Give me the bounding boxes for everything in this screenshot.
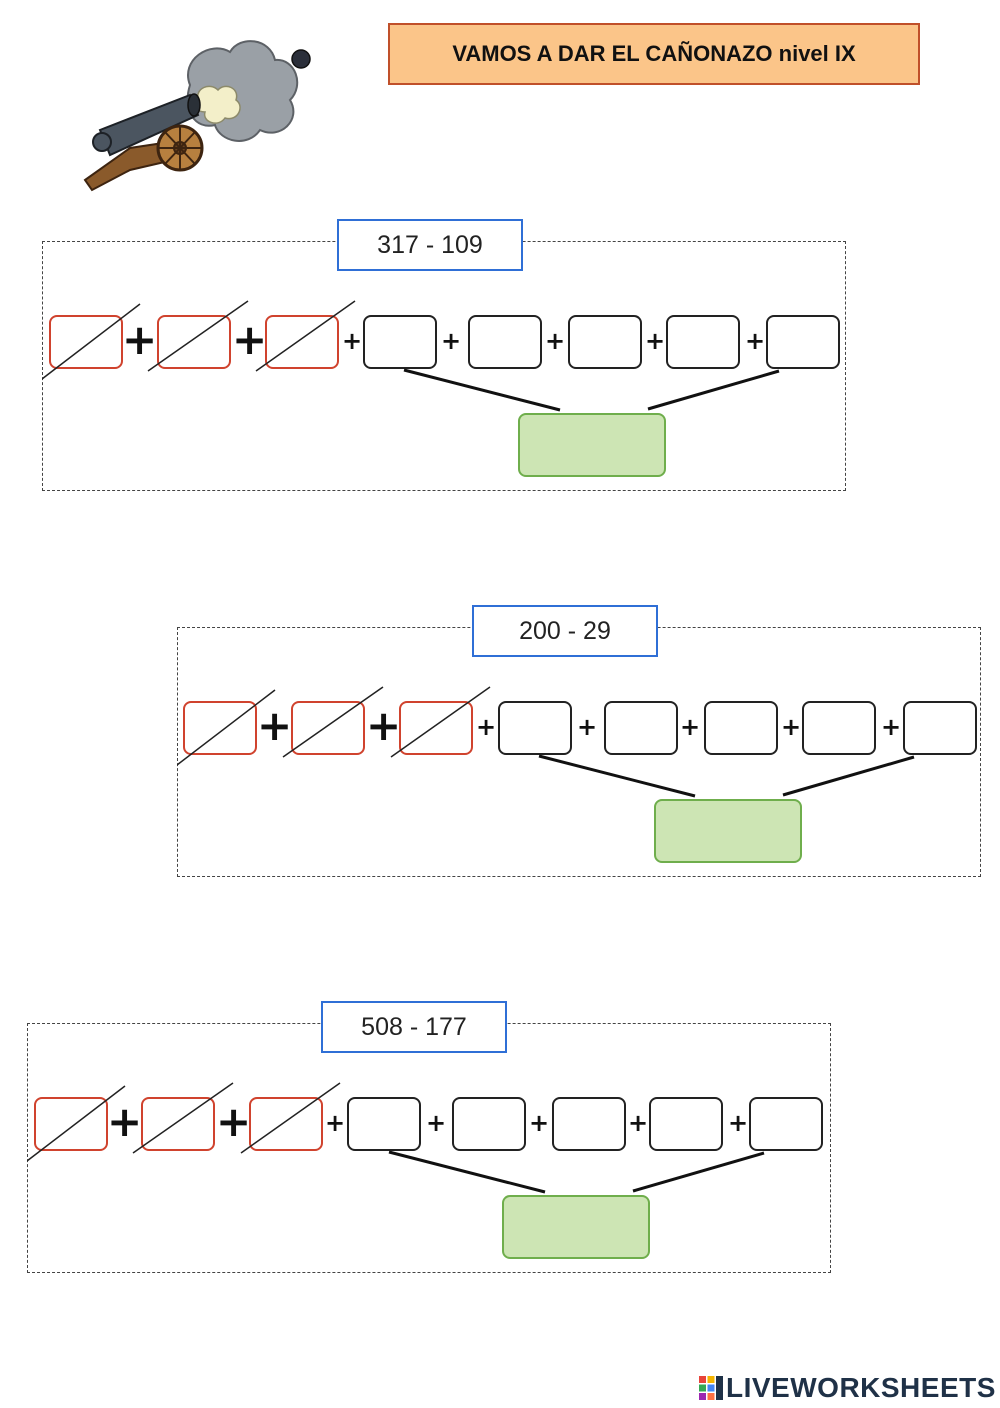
answer-cell[interactable] xyxy=(666,315,740,369)
plus-sign: + xyxy=(366,701,402,750)
plus-sign: + xyxy=(680,713,701,741)
answer-cell[interactable] xyxy=(749,1097,823,1151)
result-box[interactable] xyxy=(518,413,666,477)
plus-sign: + xyxy=(545,327,566,355)
crossed-cell xyxy=(399,701,473,755)
answer-cell[interactable] xyxy=(766,315,840,369)
plus-sign: + xyxy=(881,713,902,741)
exercise-2: 200 - 29 + + + + + + + xyxy=(177,605,987,885)
worksheet-title: VAMOS A DAR EL CAÑONAZO nivel IX xyxy=(388,23,920,85)
plus-sign: + xyxy=(325,1109,346,1137)
answer-cell[interactable] xyxy=(552,1097,626,1151)
answer-cell[interactable] xyxy=(498,701,572,755)
problem-box: 508 - 177 xyxy=(321,1001,507,1053)
crossed-cell xyxy=(141,1097,215,1151)
liveworksheets-brand[interactable]: LIVEWORKSHEETS xyxy=(698,1372,996,1404)
plus-sign: + xyxy=(216,1097,252,1146)
plus-sign: + xyxy=(529,1109,550,1137)
plus-sign: + xyxy=(107,1097,143,1146)
answer-cell[interactable] xyxy=(903,701,977,755)
crossed-cell xyxy=(34,1097,108,1151)
plus-sign: + xyxy=(781,713,802,741)
plus-sign: + xyxy=(645,327,666,355)
plus-sign: + xyxy=(441,327,462,355)
cannon-icon xyxy=(83,40,311,192)
plus-sign: + xyxy=(577,713,598,741)
plus-sign: + xyxy=(728,1109,749,1137)
plus-sign: + xyxy=(342,327,363,355)
answer-cell[interactable] xyxy=(347,1097,421,1151)
exercise-3: 508 - 177 + + + + + + + xyxy=(27,1001,837,1281)
result-box[interactable] xyxy=(502,1195,650,1259)
answer-cell[interactable] xyxy=(568,315,642,369)
problem-box: 200 - 29 xyxy=(472,605,658,657)
problem-box: 317 - 109 xyxy=(337,219,523,271)
plus-sign: + xyxy=(628,1109,649,1137)
answer-cell[interactable] xyxy=(704,701,778,755)
crossed-cell xyxy=(291,701,365,755)
answer-cell[interactable] xyxy=(802,701,876,755)
plus-sign: + xyxy=(476,713,497,741)
crossed-cell xyxy=(183,701,257,755)
result-box[interactable] xyxy=(654,799,802,863)
plus-sign: + xyxy=(426,1109,447,1137)
crossed-cell xyxy=(157,315,231,369)
plus-sign: + xyxy=(257,701,293,750)
exercise-1: 317 - 109 + + + + + + + xyxy=(42,219,852,499)
answer-cell[interactable] xyxy=(604,701,678,755)
plus-sign: + xyxy=(122,315,158,364)
plus-sign: + xyxy=(232,315,268,364)
answer-cell[interactable] xyxy=(363,315,437,369)
crossed-cell xyxy=(249,1097,323,1151)
plus-sign: + xyxy=(745,327,766,355)
liveworksheets-logo-icon xyxy=(699,1376,723,1400)
crossed-cell xyxy=(265,315,339,369)
answer-cell[interactable] xyxy=(468,315,542,369)
answer-cell[interactable] xyxy=(649,1097,723,1151)
crossed-cell xyxy=(49,315,123,369)
brand-text: LIVEWORKSHEETS xyxy=(726,1372,996,1403)
answer-cell[interactable] xyxy=(452,1097,526,1151)
